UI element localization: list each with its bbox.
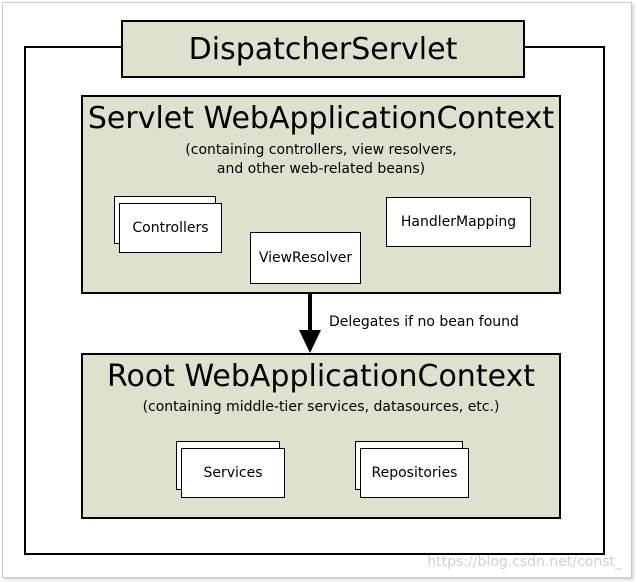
repositories-label: Repositories [371,465,458,481]
repositories-box: Repositories [360,448,469,498]
handlermapping-label: HandlerMapping [400,214,517,230]
viewresolver-label: ViewResolver [258,250,353,266]
delegation-arrow-label: Delegates if no bean found [329,314,519,330]
root-context-subtitle: (containing middle-tier services, dataso… [142,399,500,415]
watermark: https://blog.csdn.net/const_ [427,554,622,570]
dispatcher-servlet-label: DispatcherServlet [188,31,458,67]
servlet-context-subtitle-line2: and other web-related beans) [216,161,426,177]
viewresolver-box: ViewResolver [250,232,361,284]
dispatcher-servlet-title: DispatcherServlet [121,20,525,78]
root-context-title: Root WebApplicationContext [106,359,536,394]
root-webapplicationcontext: Root WebApplicationContext (containing m… [81,353,561,519]
services-label: Services [203,465,263,481]
servlet-context-subtitle-line1: (containing controllers, view resolvers, [185,142,457,158]
services-box: Services [181,448,285,498]
controllers-label: Controllers [132,220,209,236]
controllers-box: Controllers [119,203,222,253]
servlet-webapplicationcontext: Servlet WebApplicationContext (containin… [81,95,561,294]
handlermapping-box: HandlerMapping [386,197,531,247]
servlet-context-title: Servlet WebApplicationContext [87,101,555,136]
